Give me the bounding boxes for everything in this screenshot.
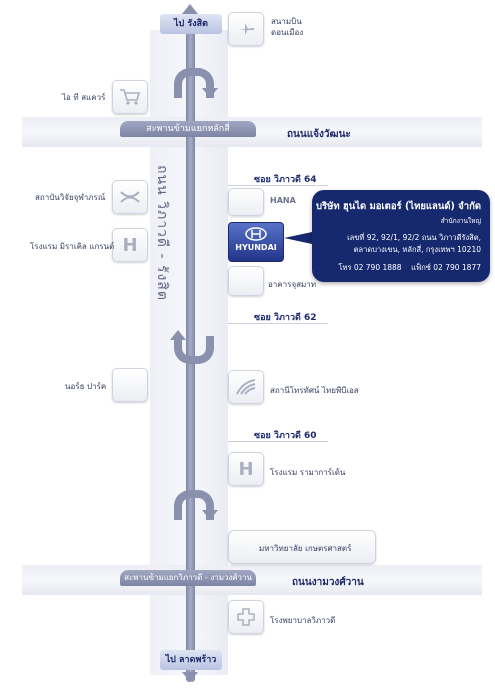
soi-62-line — [228, 323, 328, 324]
miracle-tile: H — [112, 228, 148, 262]
hana-label: HANA — [270, 196, 296, 205]
institute-emblem-icon — [120, 191, 140, 203]
to-ladprao-label: ไป ลาดพร้าว — [160, 650, 222, 670]
miracle-label: โรงแรม มิราเคิล แกรนด์ — [30, 242, 115, 251]
u-turn-arrow-icon — [202, 510, 218, 520]
company-fax: แฟ็กซ์ 02 790 1877 — [411, 263, 481, 272]
institute-label: สถาบันวิจัยจุฬาภรณ์ — [35, 193, 106, 202]
station-label: สถานีโทรทัศน์ ไทยพีบีเอส — [270, 386, 359, 395]
u-turn-icon — [174, 68, 214, 98]
company-address-line2: ตลาดบางเขน, หลักสี่, กรุงเทพฯ 10210 — [353, 245, 481, 254]
kasetsart-label: มหาวิทยาลัย เกษตรศาสตร์ — [259, 544, 352, 553]
main-road-label: ถนน วิภาวดี - รังสิต — [154, 165, 170, 301]
airport-tile — [228, 12, 264, 46]
u-turn-icon — [174, 490, 214, 520]
u-turn-arrow-icon — [170, 330, 186, 340]
company-name: บริษัท ฮุนได มอเตอร์ (ไทยแลนด์) จำกัด — [315, 201, 481, 212]
northpark-tile — [112, 368, 148, 402]
company-subtitle: สำนักงานใหญ่ — [440, 217, 481, 225]
company-address-line1: เลขที่ 92, 92/1, 92/2 ถนน วิภาวดีรังสิต, — [347, 233, 481, 242]
rama-hotel-tile: H — [228, 452, 264, 486]
rama-hotel-label: โรงแรม รามาการ์เด้น — [270, 468, 346, 477]
u-turn-arrow-icon — [202, 88, 218, 98]
airplane-icon — [238, 23, 254, 35]
northpark-label: นอร์ธ ปาร์ค — [65, 382, 107, 391]
road-label-ngamwongwan: ถนนงามวงศ์วาน — [292, 577, 364, 588]
hotel-icon: H — [238, 458, 254, 480]
institute-tile — [112, 180, 148, 214]
kasetsart-tile — [228, 530, 376, 564]
jusmart-tile — [228, 266, 264, 296]
soi-64-line — [228, 185, 328, 186]
company-callout: บริษัท ฮุนได มอเตอร์ (ไทยแลนด์) จำกัด สำ… — [312, 190, 490, 282]
u-turn-icon — [174, 336, 214, 364]
bridge-ngamwongwan: สะพานข้ามแยกวิภาวดี - งามวงศ์วาน — [120, 570, 256, 586]
soi-64-label: ซอย วิภาวดี 64 — [254, 175, 317, 185]
road-label-chaengwattana: ถนนแจ้งวัฒนะ — [287, 129, 351, 140]
hyundai-emblem-icon — [245, 227, 267, 241]
soi-62-label: ซอย วิภาวดี 62 — [254, 313, 317, 323]
hotel-icon: H — [122, 234, 138, 256]
hospital-label: โรงพยาบาลวิภาวดี — [270, 616, 336, 625]
to-rangsit-label: ไป รังสิต — [160, 14, 222, 34]
hospital-cross-icon — [237, 608, 255, 626]
shopping-cart-icon — [120, 89, 141, 105]
soi-60-line — [228, 441, 328, 442]
itsquare-label: ไอ ที สแควร์ — [62, 93, 106, 102]
callout-pointer — [284, 232, 312, 244]
broadcast-icon — [236, 379, 256, 395]
north-arrow-icon — [182, 4, 198, 14]
itsquare-tile — [112, 80, 148, 114]
main-road-line — [186, 24, 195, 682]
south-arrow-icon — [182, 672, 198, 682]
jusmart-label: อาคารจุสมาท — [268, 280, 317, 289]
station-tile — [228, 370, 264, 404]
bridge-laksi: สะพานข้ามแยกหลักสี่ — [120, 121, 256, 137]
soi-60-label: ซอย วิภาวดี 60 — [254, 431, 317, 441]
hyundai-logo-text: HYUNDAI — [235, 243, 277, 252]
airport-label: สนามบิน ดอนเมือง — [271, 17, 304, 37]
hana-tile — [228, 188, 264, 216]
company-phone: โทร 02 790 1888 — [338, 263, 402, 272]
hospital-tile — [228, 600, 264, 634]
hyundai-logo[interactable]: HYUNDAI — [228, 222, 284, 262]
